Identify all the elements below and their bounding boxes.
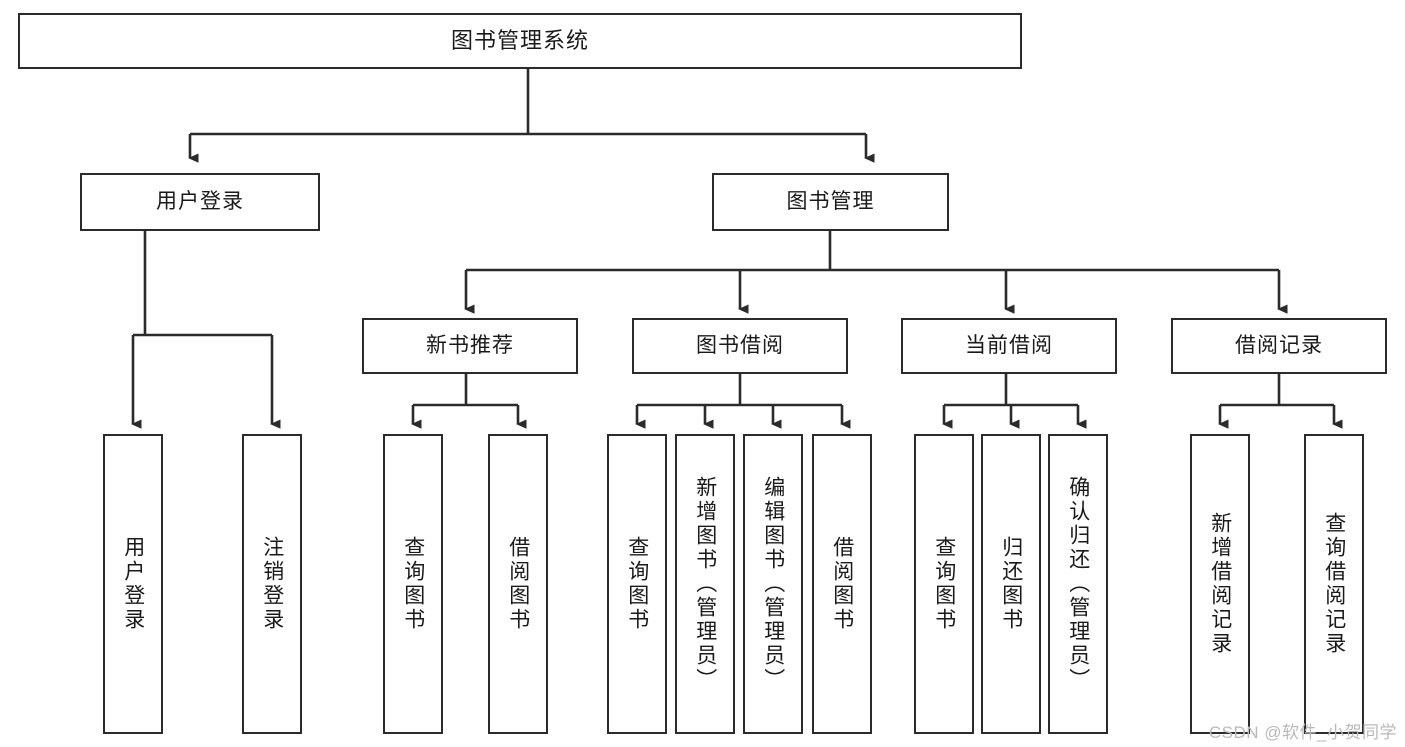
node-leaf-user-login-label: 用户登录 bbox=[121, 536, 145, 632]
node-borrow-record[interactable]: 借阅记录 bbox=[1171, 318, 1387, 374]
node-leaf-edit-book[interactable]: 编辑图书（管理员） bbox=[743, 434, 803, 734]
node-leaf-query-book-2-label: 查询图书 bbox=[625, 536, 649, 632]
node-leaf-logout-login[interactable]: 注销登录 bbox=[242, 434, 302, 734]
node-leaf-borrow-book-2-label: 借阅图书 bbox=[830, 536, 854, 632]
node-leaf-user-login[interactable]: 用户登录 bbox=[103, 434, 163, 734]
node-user-login[interactable]: 用户登录 bbox=[80, 173, 320, 231]
node-new-book-recommend[interactable]: 新书推荐 bbox=[362, 318, 578, 374]
node-root-label: 图书管理系统 bbox=[450, 27, 589, 53]
node-book-borrow[interactable]: 图书借阅 bbox=[632, 318, 848, 374]
node-book-manage-label: 图书管理 bbox=[786, 190, 875, 214]
node-book-manage[interactable]: 图书管理 bbox=[712, 173, 949, 231]
node-user-login-label: 用户登录 bbox=[156, 190, 244, 214]
node-leaf-add-record-label: 新增借阅记录 bbox=[1208, 512, 1232, 656]
node-borrow-record-label: 借阅记录 bbox=[1235, 334, 1323, 358]
watermark: CSDN @软件_小贺同学 bbox=[1208, 723, 1397, 742]
node-leaf-query-book-2[interactable]: 查询图书 bbox=[607, 434, 667, 734]
node-leaf-return-book-label: 归还图书 bbox=[999, 536, 1023, 632]
node-leaf-add-record[interactable]: 新增借阅记录 bbox=[1190, 434, 1250, 734]
node-leaf-return-book[interactable]: 归还图书 bbox=[981, 434, 1041, 734]
node-root[interactable]: 图书管理系统 bbox=[18, 13, 1022, 69]
node-new-book-recommend-label: 新书推荐 bbox=[426, 334, 514, 358]
node-leaf-query-book-1[interactable]: 查询图书 bbox=[383, 434, 443, 734]
node-leaf-query-book-1-label: 查询图书 bbox=[401, 536, 425, 632]
node-leaf-confirm-return[interactable]: 确认归还（管理员） bbox=[1048, 434, 1108, 734]
node-leaf-edit-book-label: 编辑图书（管理员） bbox=[761, 476, 785, 692]
node-leaf-query-book-3[interactable]: 查询图书 bbox=[914, 434, 974, 734]
node-leaf-query-record-label: 查询借阅记录 bbox=[1322, 512, 1346, 656]
node-leaf-add-book[interactable]: 新增图书（管理员） bbox=[675, 434, 735, 734]
node-leaf-borrow-book-1-label: 借阅图书 bbox=[506, 536, 530, 632]
node-leaf-add-book-label: 新增图书（管理员） bbox=[693, 476, 717, 692]
node-leaf-query-book-3-label: 查询图书 bbox=[932, 536, 956, 632]
node-current-borrow-label: 当前借阅 bbox=[965, 334, 1053, 358]
node-leaf-borrow-book-1[interactable]: 借阅图书 bbox=[488, 434, 548, 734]
node-leaf-borrow-book-2[interactable]: 借阅图书 bbox=[812, 434, 872, 734]
node-leaf-confirm-return-label: 确认归还（管理员） bbox=[1066, 476, 1090, 692]
node-book-borrow-label: 图书借阅 bbox=[696, 334, 784, 358]
node-current-borrow[interactable]: 当前借阅 bbox=[901, 318, 1117, 374]
node-leaf-logout-login-label: 注销登录 bbox=[260, 536, 284, 632]
node-leaf-query-record[interactable]: 查询借阅记录 bbox=[1304, 434, 1364, 734]
